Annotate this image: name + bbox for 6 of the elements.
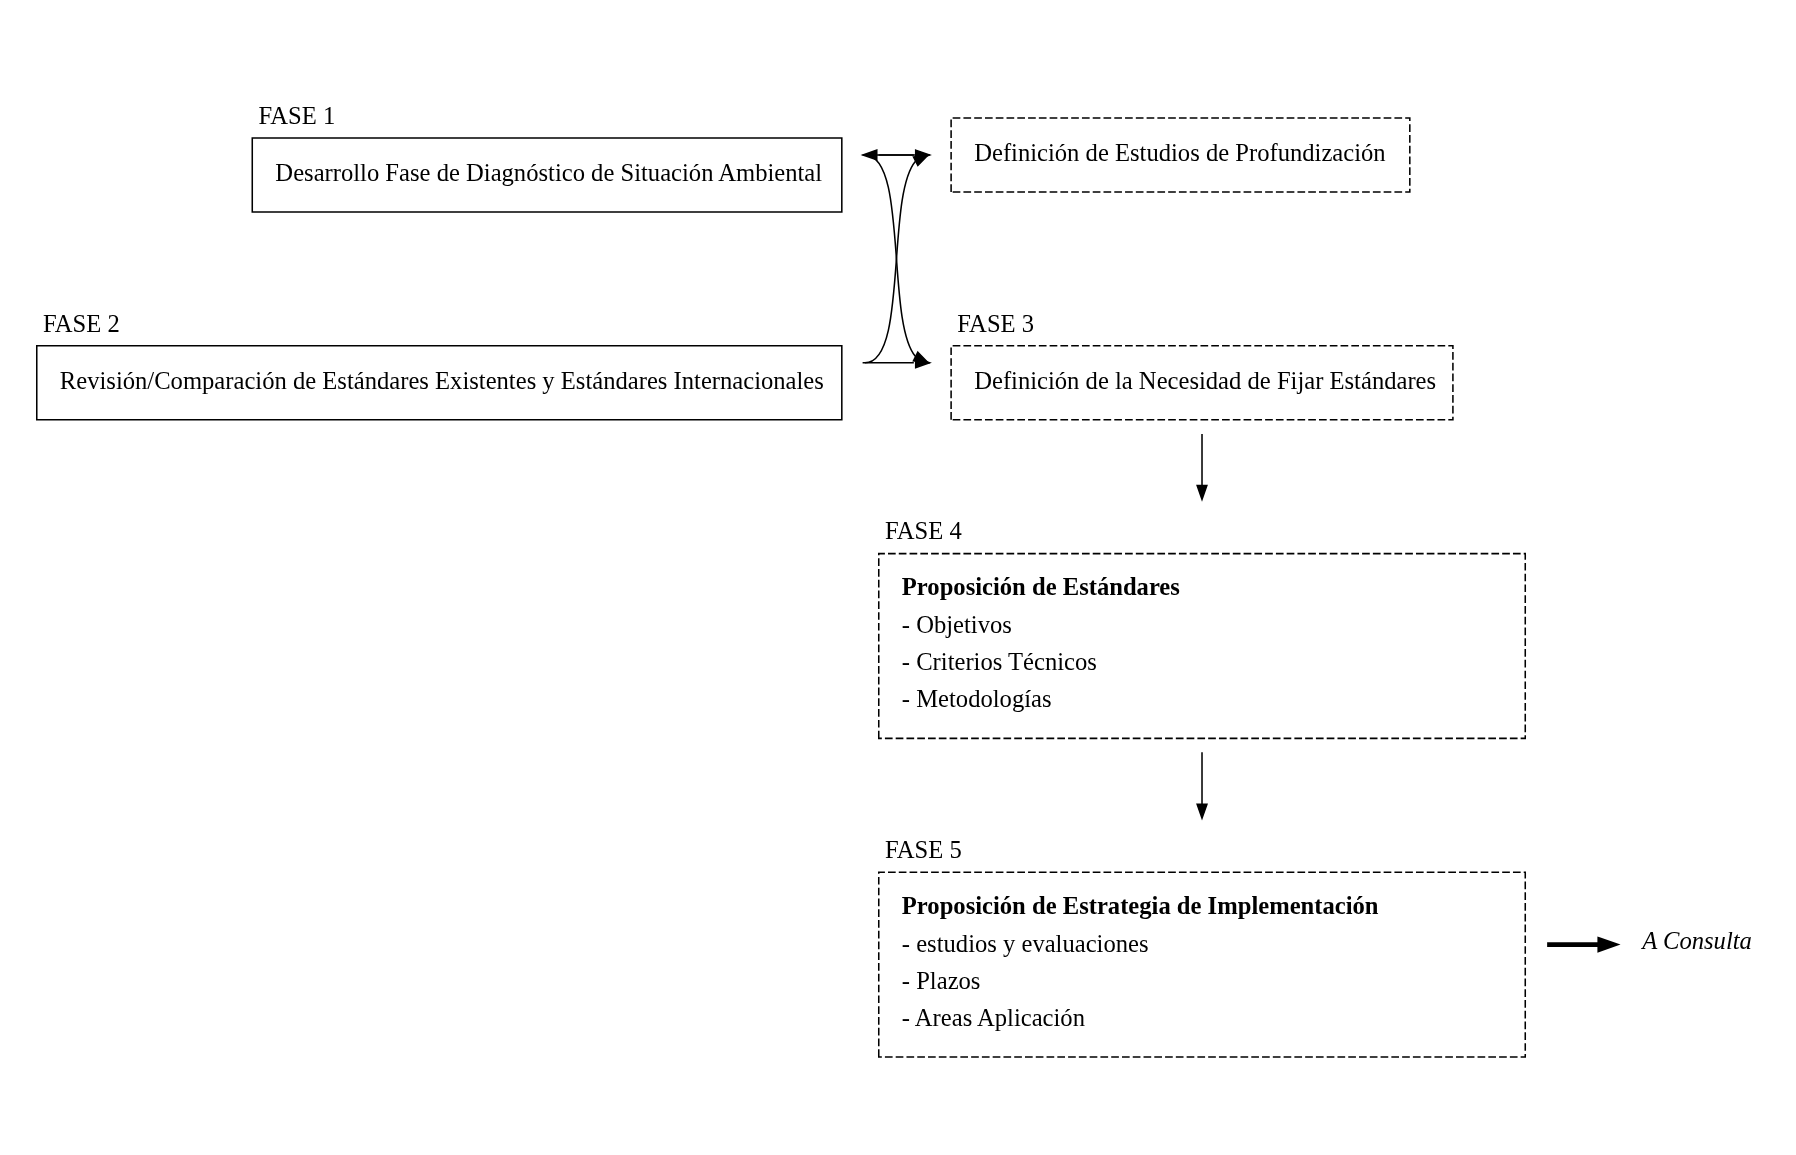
node-label: FASE 2 <box>42 309 120 337</box>
node-text: A Consulta <box>1642 926 1752 954</box>
node-label: FASE 5 <box>884 836 962 864</box>
node-label: FASE 1 <box>258 101 336 129</box>
node-label: FASE 3 <box>957 309 1035 337</box>
node-label: FASE 4 <box>884 517 962 545</box>
